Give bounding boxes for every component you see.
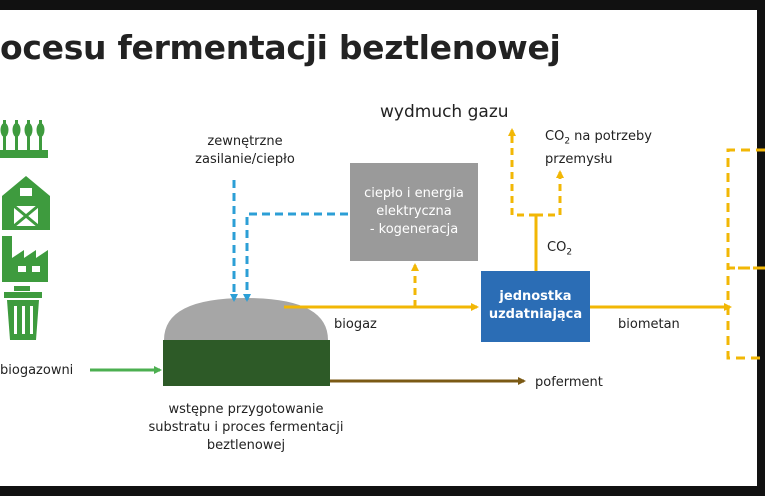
kogeneracja-box — [350, 163, 478, 261]
label-biometan: biometan — [618, 317, 680, 332]
jednostka-uzdatniajaca-box — [481, 271, 590, 342]
frame-right-border — [757, 0, 765, 496]
co2-branch-lines — [508, 128, 564, 217]
right-output-boxes — [726, 148, 765, 360]
wheat-icon — [0, 120, 48, 158]
label-biogazowni: biogazowni — [0, 363, 74, 378]
digester-dome — [164, 298, 328, 340]
jednostka-label: jednostka uzdatniająca — [488, 289, 583, 322]
frame-bottom-border — [0, 486, 765, 496]
label-wstepne-przygotowanie: wstępne przygotowanie substratu i proces… — [148, 402, 344, 453]
external-power-lines — [230, 180, 348, 302]
label-zewnetrzne-zasilanie: zewnętrzne zasilanie/ciepło — [195, 134, 295, 167]
label-wydmuch-gazu: wydmuch gazu — [380, 102, 509, 122]
trash-bin-icon — [4, 286, 42, 340]
label-co2: CO2 — [547, 240, 573, 258]
label-co2-potrzeby: CO2 na potrzeby przemysłu — [545, 129, 652, 167]
factory-icon — [2, 236, 48, 282]
label-poferment: poferment — [535, 375, 603, 390]
barn-icon — [2, 176, 50, 230]
digester-tank — [163, 340, 330, 386]
label-biogaz: biogaz — [334, 317, 377, 332]
page-title: ocesu fermentacji beztlenowej — [0, 28, 561, 67]
frame-top-border — [0, 0, 765, 10]
kogeneracja-label: ciepło i energia elektryczna - kogenerac… — [364, 186, 464, 237]
